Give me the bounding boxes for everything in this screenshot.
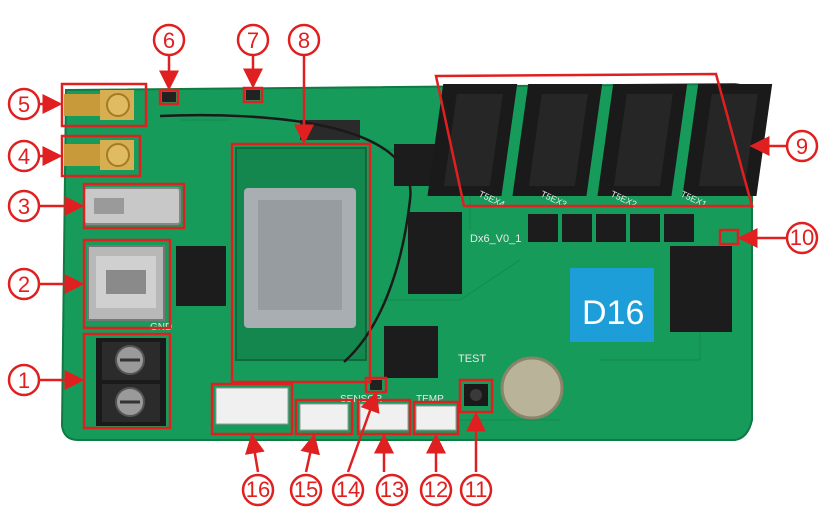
antenna-connector-1	[64, 90, 134, 120]
power-terminal-block	[96, 338, 166, 426]
temp-label: TEMP	[416, 394, 444, 405]
driver-chip-row	[528, 214, 694, 242]
callout-12: 12	[419, 473, 453, 507]
callout-16: 16	[241, 473, 275, 507]
connector-16	[215, 387, 289, 425]
callout-13: 13	[375, 473, 409, 507]
callout-2: 2	[7, 267, 41, 301]
board-version-label: Dx6_V0_1	[470, 233, 521, 245]
test-button	[464, 384, 488, 406]
callout-8-number: 8	[298, 28, 310, 53]
callout-10-number: 10	[790, 225, 814, 250]
antenna-connector-2	[64, 140, 134, 170]
usb-port	[83, 187, 181, 225]
callout-8: 8	[287, 23, 321, 57]
callout-13-number: 13	[380, 477, 404, 502]
hub-connector-group	[427, 84, 773, 196]
callout-10: 10	[785, 221, 819, 255]
chip-b	[408, 212, 462, 294]
model-chip: D16	[570, 268, 654, 342]
leader-lines	[40, 56, 786, 473]
callout-7: 7	[236, 23, 270, 57]
callout-6: 6	[152, 23, 186, 57]
callout-group: 1 2 3 4 5 6 7 8	[7, 23, 819, 507]
callout-7-number: 7	[247, 28, 259, 53]
test-label: TEST	[458, 353, 486, 365]
callout-12-number: 12	[424, 477, 448, 502]
ethernet-port	[87, 245, 165, 321]
highlight-9	[434, 72, 754, 208]
callout-9-number: 9	[796, 134, 808, 159]
connector-12	[415, 405, 457, 431]
callout-5: 5	[7, 87, 41, 121]
led-component-7	[246, 90, 260, 100]
led-component-6	[162, 92, 176, 102]
led-component-14	[370, 380, 382, 390]
callout-11-number: 11	[465, 477, 488, 502]
callout-11: 11	[459, 473, 493, 507]
wireless-module	[235, 120, 367, 361]
callout-14-number: 14	[336, 477, 360, 502]
chip-d	[176, 246, 226, 306]
connector-15	[299, 403, 349, 431]
callout-16-number: 16	[246, 477, 270, 502]
callout-9: 9	[785, 129, 819, 163]
chip-e	[670, 246, 732, 332]
callout-4-number: 4	[18, 144, 30, 169]
model-label: D16	[582, 294, 644, 332]
callout-3-number: 3	[18, 194, 30, 219]
callout-4: 4	[7, 139, 41, 173]
callout-1: 1	[7, 363, 41, 397]
chip-c	[384, 326, 438, 378]
callout-6-number: 6	[163, 28, 175, 53]
callout-2-number: 2	[18, 272, 30, 297]
callout-5-number: 5	[18, 92, 30, 117]
highlight-15	[294, 398, 354, 436]
callout-1-number: 1	[18, 368, 30, 393]
coin-battery	[500, 356, 564, 420]
callout-15: 15	[289, 473, 323, 507]
callout-14: 14	[331, 473, 365, 507]
callout-15-number: 15	[294, 477, 318, 502]
callout-3: 3	[7, 189, 41, 223]
